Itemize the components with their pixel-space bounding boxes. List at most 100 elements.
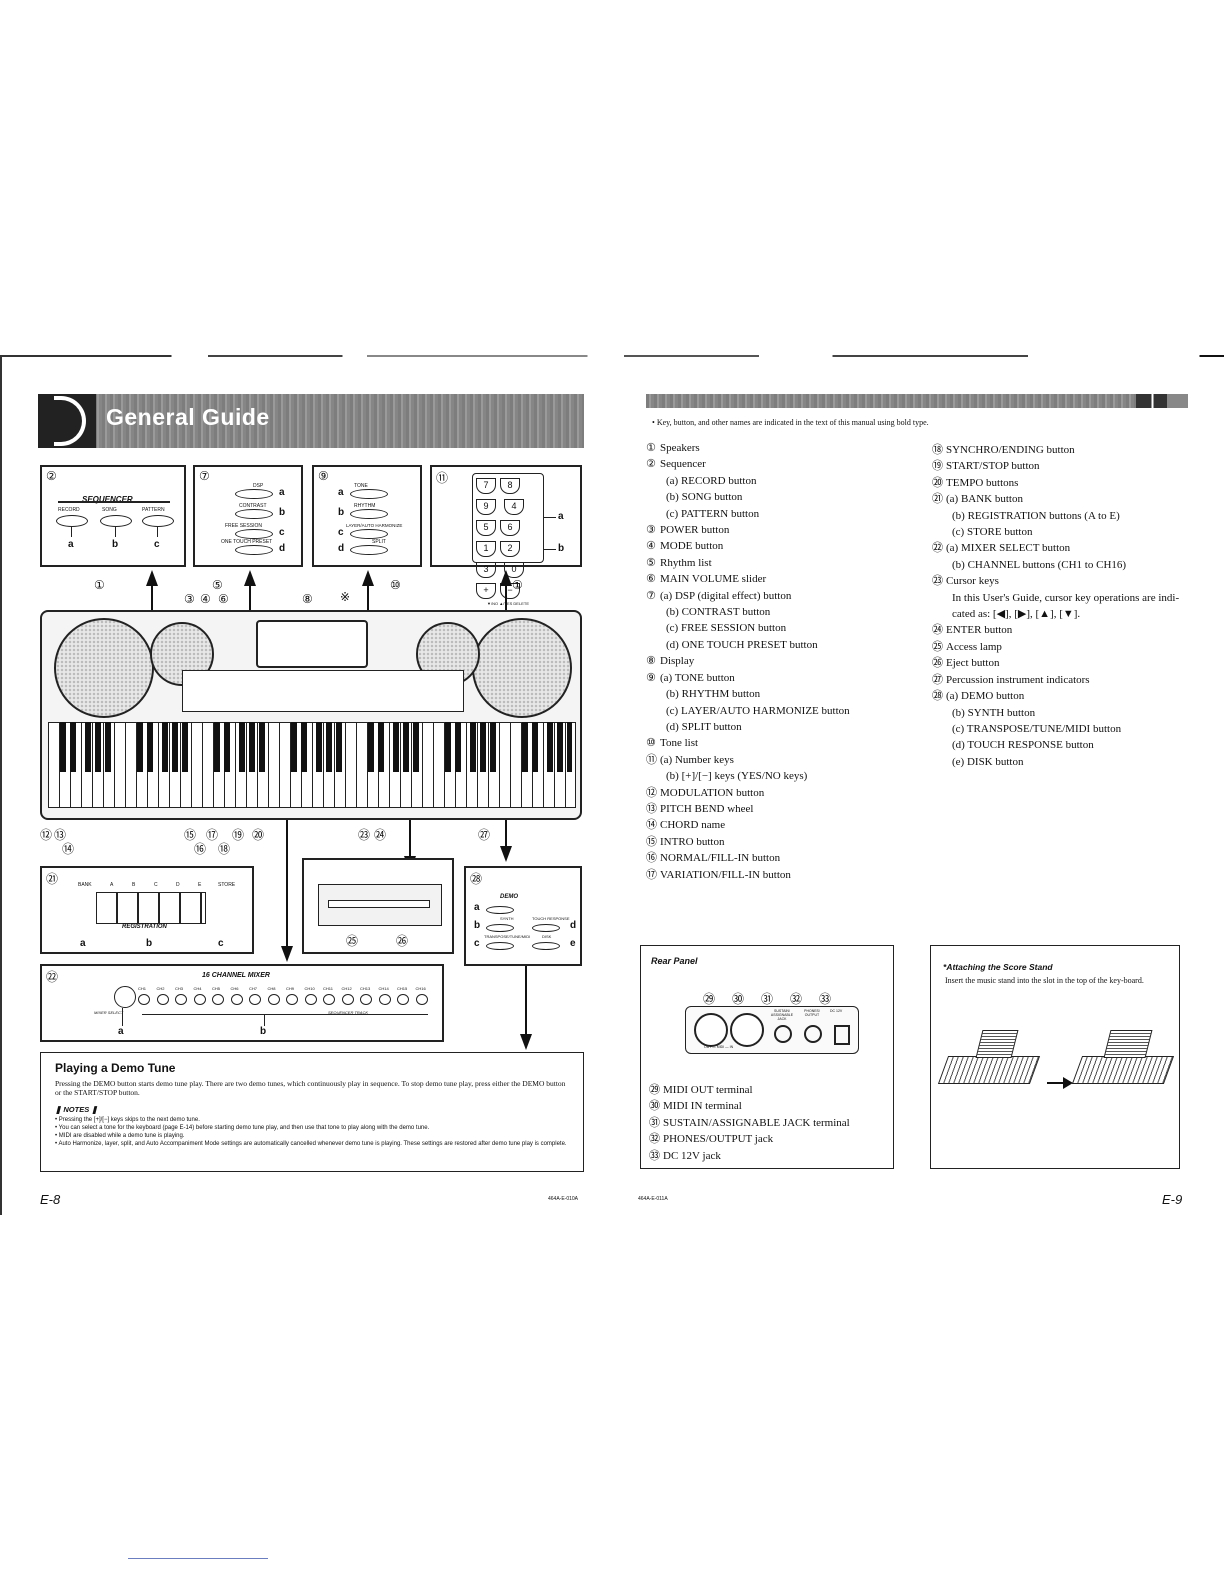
- rhythm-button[interactable]: [350, 509, 388, 519]
- item-number: ⑰: [646, 867, 657, 881]
- channel-button[interactable]: [378, 994, 391, 1005]
- item-text: DC 12V jack: [663, 1149, 721, 1162]
- letter-a: a: [279, 487, 285, 498]
- pattern-button[interactable]: [142, 515, 174, 527]
- letter-b: b: [146, 938, 153, 949]
- page-title: General Guide: [106, 404, 270, 430]
- midi-out-port: [694, 1013, 728, 1047]
- item-text: (d) ONE TOUCH PRESET button: [666, 638, 818, 651]
- one-touch-preset-button[interactable]: [235, 545, 273, 555]
- dsp-button[interactable]: [235, 489, 273, 499]
- callout-25: ㉕: [346, 934, 359, 948]
- transpose-button[interactable]: [486, 942, 514, 950]
- number-key[interactable]: 7: [476, 478, 496, 494]
- number-key[interactable]: 2: [500, 541, 520, 557]
- item-number: ㉚: [649, 1099, 660, 1113]
- callout-10: ⑩: [390, 578, 401, 592]
- registration-box: ㉑ BANK A B C D E STORE REGISTRATION a b …: [40, 866, 254, 954]
- callout-24: ㉔: [374, 828, 387, 842]
- rear-callout: ㉚: [732, 992, 745, 1006]
- layer-button[interactable]: [350, 529, 388, 539]
- channel-button[interactable]: [267, 994, 280, 1005]
- keyboard-illustration: [40, 610, 582, 820]
- disk-label: DISK: [542, 934, 552, 939]
- title-banner: [38, 394, 584, 448]
- mixer-select-button[interactable]: [114, 986, 136, 1008]
- item-number: ⑬: [646, 801, 657, 815]
- channel-button[interactable]: [304, 994, 317, 1005]
- channel-button[interactable]: [156, 994, 169, 1005]
- item-number: ⑤: [646, 555, 656, 569]
- page-number-left: E-8: [40, 1192, 61, 1207]
- list-item: (c) LAYER/AUTO HARMONIZE button: [646, 703, 926, 719]
- registration-buttons[interactable]: [96, 892, 206, 924]
- number-key[interactable]: 1: [476, 541, 496, 557]
- demo-button[interactable]: [486, 906, 514, 914]
- channel-button[interactable]: [415, 994, 428, 1005]
- item-text: (a) TONE button: [660, 671, 735, 684]
- number-key[interactable]: 5: [476, 520, 496, 536]
- item-number: ⑥: [646, 572, 656, 586]
- list-item: (e) DISK button: [932, 754, 1202, 770]
- no-label: ▼/NO: [487, 601, 499, 606]
- layer-label: LAYER/AUTO HARMONIZE: [346, 523, 403, 528]
- note-item: • Auto Harmonize, layer, split, and Auto…: [55, 1141, 567, 1147]
- item-number: ③: [646, 523, 656, 537]
- pattern-button-label: PATTERN: [142, 507, 165, 513]
- contrast-button[interactable]: [235, 509, 273, 519]
- number-key[interactable]: 3: [476, 562, 496, 578]
- note-item: • You can select a tone for the keyboard…: [55, 1125, 430, 1131]
- number-key[interactable]: 9: [476, 499, 496, 515]
- tone-button[interactable]: [350, 489, 388, 499]
- callout-4: ④: [200, 592, 211, 606]
- rear-callout: ㉙: [703, 992, 716, 1006]
- split-button[interactable]: [350, 545, 388, 555]
- item-text: Cursor keys: [946, 575, 999, 588]
- callout-16: ⑯: [194, 842, 207, 856]
- channel-button[interactable]: [360, 994, 372, 1005]
- channel-button[interactable]: [323, 994, 335, 1005]
- list-item: (b) REGISTRATION buttons (A to E): [932, 508, 1202, 524]
- number-key[interactable]: 6: [500, 520, 520, 536]
- channel-button[interactable]: [397, 994, 409, 1005]
- score-stand-text: Insert the music stand into the slot in …: [945, 976, 1144, 985]
- channel-button[interactable]: [212, 994, 224, 1005]
- callout-26: ㉖: [396, 934, 409, 948]
- item-text: NORMAL/FILL-IN button: [660, 852, 781, 865]
- number-key[interactable]: 4: [504, 499, 524, 515]
- number-key[interactable]: 8: [500, 478, 520, 494]
- contrast-label: CONTRAST: [239, 503, 267, 509]
- channel-button[interactable]: [193, 994, 206, 1005]
- synth-button[interactable]: [486, 924, 514, 932]
- free-session-button[interactable]: [235, 529, 273, 539]
- plus-key[interactable]: +: [476, 583, 496, 599]
- callout-2: ②: [46, 469, 57, 483]
- channel-button[interactable]: [286, 994, 298, 1005]
- item-text: CHORD name: [660, 819, 726, 832]
- phones-jack: [804, 1025, 822, 1043]
- channel-button[interactable]: [249, 994, 261, 1005]
- item-text: INTRO button: [660, 835, 725, 848]
- song-button[interactable]: [100, 515, 132, 527]
- touch-response-button[interactable]: [532, 924, 560, 932]
- callout-11: ⑪: [436, 471, 449, 485]
- letter-b: b: [279, 507, 286, 518]
- channel-button[interactable]: [341, 994, 354, 1005]
- channel-button[interactable]: [138, 994, 150, 1005]
- sequencer-label: SEQUENCER: [82, 495, 133, 504]
- channel-button[interactable]: [175, 994, 187, 1005]
- channel-button[interactable]: [230, 994, 243, 1005]
- mixer-select-label: MIXER SELECT: [94, 1010, 124, 1015]
- disk-button[interactable]: [532, 942, 560, 950]
- record-button[interactable]: [56, 515, 88, 527]
- reg-b-label: B: [132, 882, 136, 888]
